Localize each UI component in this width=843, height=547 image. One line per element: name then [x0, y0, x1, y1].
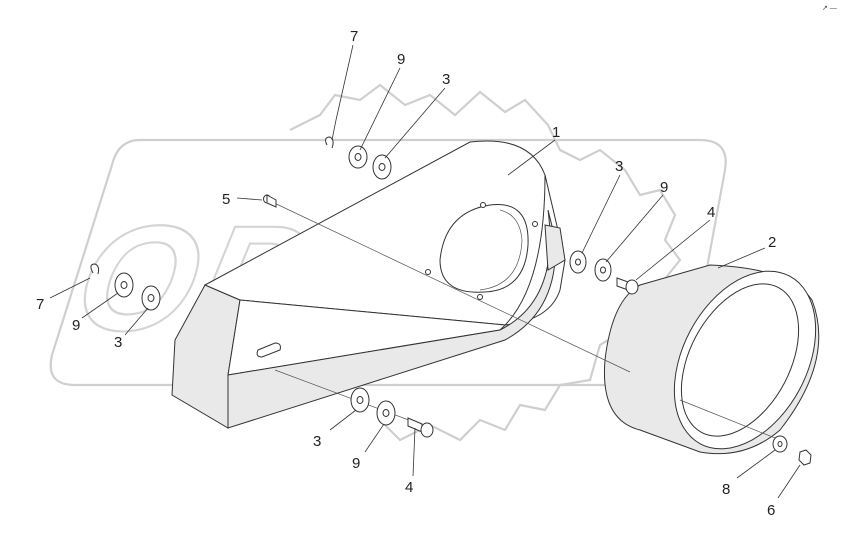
- bolt-4-right: [616, 277, 639, 295]
- leader-4-bottom: [412, 427, 416, 477]
- leader-8: [736, 449, 776, 479]
- washer-3-top: [372, 154, 392, 180]
- pin-5: [263, 194, 277, 208]
- callout-3-right: 3: [615, 158, 623, 175]
- cover-rim-inner: [680, 283, 800, 437]
- leader-7-top: [331, 44, 354, 141]
- leader-3-right: [581, 174, 621, 254]
- callout-8: 8: [722, 481, 730, 498]
- washer-9-right: [594, 258, 612, 282]
- callout-9-top: 9: [397, 51, 405, 68]
- watermark-gear-outline: [289, 83, 682, 442]
- leader-9-right: [605, 194, 664, 263]
- callout-5: 5: [222, 191, 230, 208]
- leader-3-left: [124, 307, 149, 336]
- washer-3-bottom: [350, 387, 370, 413]
- nut-6: [798, 449, 812, 466]
- leader-5: [236, 197, 263, 201]
- callout-1: 1: [552, 124, 560, 141]
- housing-bolt-hole: [477, 294, 483, 300]
- callout-7-left: 7: [36, 296, 44, 313]
- leader-7-left: [49, 277, 91, 299]
- leader-3-top: [384, 87, 446, 159]
- leader-9-left: [81, 292, 119, 319]
- belt-guard-housing: [171, 140, 566, 429]
- assembly-axis-line: [267, 199, 631, 373]
- washer-9-bottom: [376, 400, 396, 426]
- leader-1: [507, 139, 556, 176]
- callout-4-bottom: 4: [405, 479, 413, 496]
- washer-3-left: [141, 285, 161, 311]
- callout-9-left: 9: [72, 317, 80, 334]
- leader-2: [717, 247, 766, 269]
- housing-side-plate: [227, 209, 556, 429]
- bolt-4-bottom: [407, 417, 434, 438]
- leader-3-bottom: [329, 409, 357, 431]
- corner-mark: ↗ —: [822, 5, 837, 12]
- leader-4-right: [635, 219, 711, 281]
- callout-6: 6: [767, 502, 775, 519]
- housing-opening-inner: [479, 209, 523, 291]
- callout-9-right: 9: [660, 179, 668, 196]
- housing-bolt-hole: [480, 202, 486, 208]
- callout-2: 2: [768, 234, 776, 251]
- leader-9-bottom: [364, 423, 385, 453]
- washer-9-top: [348, 145, 368, 169]
- callout-3-top: 3: [442, 71, 450, 88]
- housing-bolt-hole: [425, 269, 431, 275]
- callout-7-top: 7: [350, 28, 358, 45]
- callout-labels: 7 9 3 1 5 3 9 4 2 7 9 3 3 9 4 8 6: [36, 28, 776, 519]
- callout-3-bottom: 3: [313, 433, 321, 450]
- assembly-axis-line: [679, 399, 781, 441]
- leader-lines: [49, 44, 801, 499]
- washer-8: [772, 435, 788, 453]
- callout-9-bottom: 9: [352, 455, 360, 472]
- housing-opening: [439, 204, 529, 293]
- cylindrical-cover: [603, 264, 820, 455]
- housing-slot: [256, 342, 281, 358]
- housing-bracket: [544, 224, 566, 271]
- housing-bolt-hole: [532, 221, 538, 227]
- washer-9-left: [114, 272, 134, 298]
- callout-3-left: 3: [114, 334, 122, 351]
- leader-9-top: [359, 67, 401, 151]
- split-pin-7-left: [90, 263, 100, 275]
- split-pin-7-top: [325, 136, 334, 149]
- washer-3-right: [569, 250, 587, 274]
- leader-6: [777, 464, 801, 499]
- callout-4-right: 4: [707, 204, 715, 221]
